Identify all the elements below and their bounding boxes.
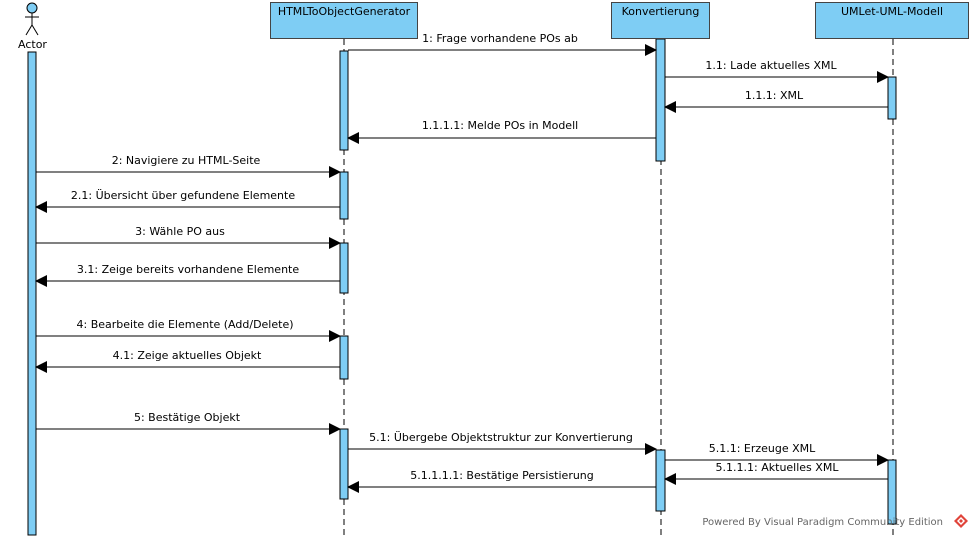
message-label: 4.1: Zeige aktuelles Objekt (112, 349, 262, 362)
actor-icon (25, 2, 39, 36)
visual-paradigm-logo-icon (954, 514, 968, 528)
lifeline-umlet: UMLet-UML-Modell (815, 2, 969, 39)
activation-bar (887, 459, 897, 525)
activation-bar (655, 449, 666, 512)
message-label: 5: Bestätige Objekt (133, 411, 241, 424)
activation-bar (655, 38, 666, 162)
activation-bar (339, 428, 349, 500)
message-label: 3.1: Zeige bereits vorhandene Elemente (76, 263, 300, 276)
message-label: 1.1: Lade aktuelles XML (705, 59, 837, 72)
watermark-text: Powered By Visual Paradigm Community Edi… (702, 517, 943, 528)
message-label: 4: Bearbeite die Elemente (Add/Delete) (76, 318, 294, 331)
activation-bar (339, 242, 349, 294)
activation-bar (339, 171, 349, 220)
actor-label: Actor (18, 38, 47, 51)
message-label: 1.1.1.1: Melde POs in Modell (421, 119, 579, 132)
activation-bar (339, 335, 349, 380)
message-label: 5.1.1.1.1: Bestätige Persistierung (410, 469, 594, 482)
activation-bar (27, 51, 37, 536)
activation-bar (339, 50, 349, 151)
message-label: 5.1.1: Erzeuge XML (708, 442, 816, 455)
activation-bar (887, 76, 897, 120)
message-label: 5.1.1.1: Aktuelles XML (715, 461, 839, 474)
message-label: 1.1.1: XML (744, 89, 804, 102)
message-label: 1: Frage vorhandene POs ab (422, 32, 578, 45)
message-label: 2.1: Übersicht über gefundene Elemente (70, 189, 296, 202)
message-label: 2: Navigiere zu HTML-Seite (111, 154, 261, 167)
message-label: 5.1: Übergebe Objektstruktur zur Konvert… (369, 431, 633, 444)
lifeline-konvertierung: Konvertierung (611, 2, 710, 39)
message-label: 3: Wähle PO aus (135, 225, 225, 238)
lifeline-generator: HTMLToObjectGenerator (270, 2, 418, 39)
